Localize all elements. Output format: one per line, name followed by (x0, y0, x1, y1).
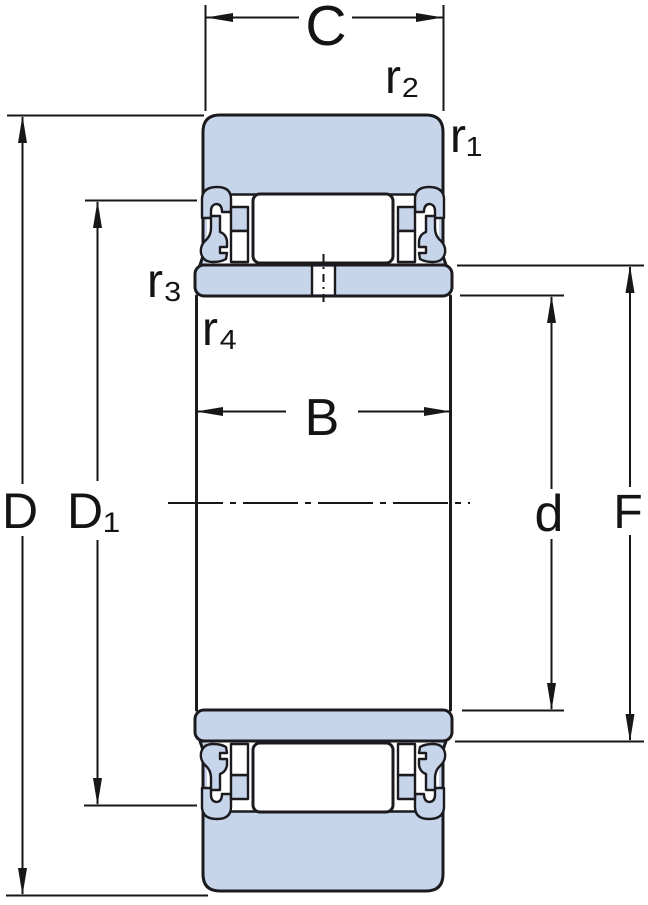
label-d: d (535, 485, 564, 543)
f-arrow-bottom (625, 714, 635, 742)
seal-foot (417, 214, 447, 264)
d1-arrow-bottom (93, 778, 102, 806)
seal-right (396, 185, 447, 264)
label-r2: r₂ (385, 51, 420, 104)
cage-strip (396, 229, 417, 264)
label-r3: r₃ (147, 255, 183, 308)
seal-anchor-block (396, 205, 417, 233)
bearing-bottom-half (198, 739, 448, 893)
dimension-d (460, 294, 564, 712)
seal-hood (413, 185, 446, 220)
bore-arrow-top (547, 295, 556, 323)
dimension-D (6, 114, 208, 897)
dimension-B (196, 407, 451, 416)
c-arrow-right (416, 13, 443, 22)
d-arrow-bottom (18, 868, 27, 896)
seal-hood (200, 185, 233, 220)
inner-ring-top (193, 254, 454, 307)
label-B: B (305, 389, 340, 447)
dimension-D1 (84, 199, 197, 807)
d1-arrow-top (93, 200, 102, 228)
label-F: F (613, 486, 642, 539)
seal-anchor-block (229, 205, 250, 233)
label-D: D (2, 483, 38, 539)
c-arrow-left (206, 13, 233, 22)
bore-arrow-bottom (547, 683, 556, 711)
seal-foot (199, 214, 229, 264)
bearing-top-half (198, 113, 448, 267)
b-arrow-right (424, 407, 451, 416)
f-arrow-top (625, 265, 635, 293)
b-arrow-left (196, 407, 223, 416)
cage-strip (229, 229, 250, 264)
roller (251, 192, 395, 265)
inner-ring-bottom-bar (193, 708, 454, 743)
seal-left (199, 185, 250, 264)
label-C: C (305, 0, 346, 58)
dimension-C (204, 5, 445, 111)
d-arrow-top (18, 115, 27, 143)
label-r4: r₄ (202, 303, 238, 356)
label-D1: D₁ (67, 483, 120, 539)
label-r1: r₁ (450, 110, 482, 163)
dimension-F (455, 264, 644, 743)
